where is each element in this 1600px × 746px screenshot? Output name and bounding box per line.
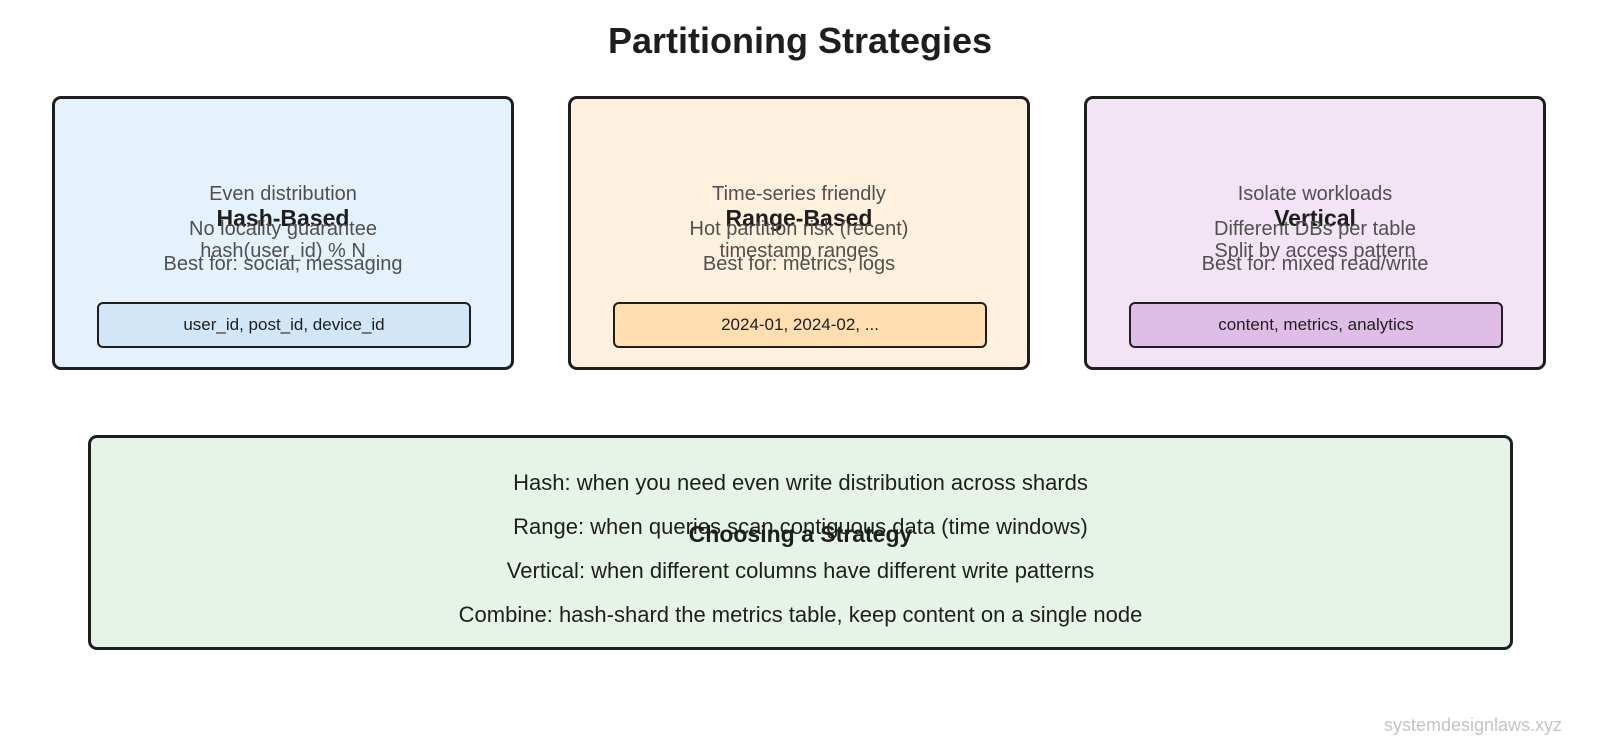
hash-based-card: Even distribution Hash-Based No locality…: [52, 96, 514, 370]
range-keys-box: 2024-01, 2024-02, ...: [613, 302, 987, 348]
choose-line-vertical: Vertical: when different columns have di…: [506, 558, 1095, 583]
range-note-timestamp-ranges: timestamp ranges: [719, 240, 879, 262]
vertical-title: Vertical: [1274, 205, 1356, 231]
range-note-hot-partition: Hot partition risk (recent): [689, 218, 909, 240]
vertical-note-split-by-access: Split by access pattern: [1214, 240, 1416, 262]
vertical-card: Isolate workloads Vertical Different DBs…: [1084, 96, 1546, 370]
choose-line-combine: Combine: hash-shard the metrics table, k…: [458, 602, 1143, 627]
choosing-strategy-title: Choosing a Strategy: [688, 521, 913, 547]
choose-line-range: Range: when queries scan contiguous data…: [513, 514, 1088, 539]
vertical-note-best-for: Best for: mixed read/write: [1201, 253, 1429, 275]
page-title: Partitioning Strategies: [607, 20, 993, 61]
hash-note-formula: hash(user_id) % N: [200, 240, 366, 262]
vertical-keys-box: content, metrics, analytics: [1129, 302, 1503, 348]
watermark: systemdesignlaws.xyz: [1383, 715, 1562, 735]
vertical-note-different-dbs: Different DBs per table: [1214, 218, 1416, 240]
range-note-time-series: Time-series friendly: [712, 183, 886, 205]
choose-line-hash: Hash: when you need even write distribut…: [513, 470, 1088, 495]
hash-based-title: Hash-Based: [216, 205, 350, 231]
range-note-best-for: Best for: metrics, logs: [702, 253, 896, 275]
range-based-title: Range-Based: [725, 205, 873, 231]
hash-note-no-locality: No locality guarantee: [189, 218, 377, 240]
choosing-strategy-box: Hash: when you need even write distribut…: [88, 435, 1513, 650]
hash-keys-box: user_id, post_id, device_id: [97, 302, 471, 348]
hash-note-even-distribution: Even distribution: [209, 183, 357, 205]
hash-note-best-for: Best for: social, messaging: [163, 253, 403, 275]
vertical-note-isolate-workloads: Isolate workloads: [1237, 183, 1393, 205]
range-based-card: Time-series friendly Range-Based Hot par…: [568, 96, 1030, 370]
